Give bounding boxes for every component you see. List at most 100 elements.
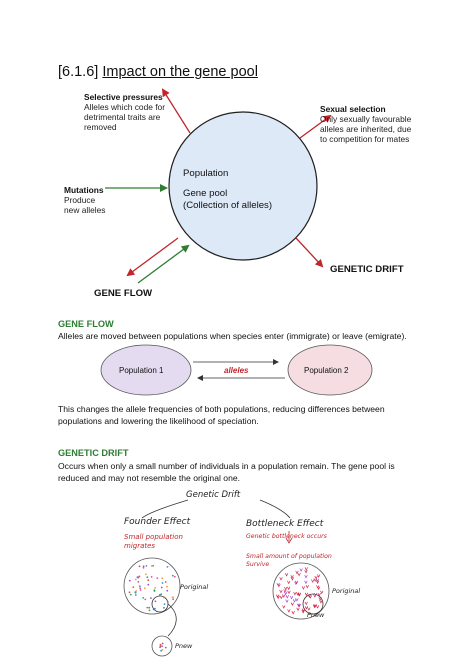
sketch-mark [297,603,301,608]
sketch-mark [304,601,308,606]
founder-p-original: Poriginal [180,583,209,591]
sketch-dot [147,579,150,582]
sketch-mark [320,590,324,595]
sketch-dot [154,586,157,589]
bottleneck-effect-label: Bottleneck Effect [246,519,324,529]
gene-flow-in-arrow [137,244,190,284]
sketch-dot [163,603,166,605]
mutations-label: Mutations Produce new alleles [64,185,106,215]
sketch-dot [148,609,151,612]
sketch-mark [295,598,299,602]
sketch-dot [150,565,153,567]
sketch-mark [315,578,320,583]
sketch-mark [296,592,300,596]
sketch-mark [307,594,311,598]
sketch-mark [314,575,318,580]
gene-flow-effect: This changes the allele frequencies of b… [58,404,385,426]
sketch-mark [284,586,288,591]
sketch-dot [142,566,145,569]
sketch-mark [282,605,286,609]
sketch-dot [142,597,145,599]
sketch-mark [307,607,311,611]
gene-flow-intro: Alleles are moved between populations wh… [58,331,407,341]
sketch-mark [279,589,283,594]
sketch-dot [142,565,145,568]
sketch-mark [311,579,315,583]
sketch-mark [290,602,295,606]
sketch-mark [301,608,306,612]
branch-left [141,499,189,519]
sketch-mark [315,605,320,609]
gene-flow-out-arrow [126,237,179,277]
sketch-mark [284,591,288,596]
sketch-dot [144,573,147,576]
sketch-dot [135,590,138,592]
sketch-mark [304,567,308,571]
founder-effect-label: Founder Effect [124,517,191,527]
sketch-dot [138,575,141,578]
sketch-dot [150,597,152,599]
sketch-dot [152,564,155,567]
sketch-mark [290,575,294,579]
sketch-mark [317,592,321,597]
population-1-label: Population 1 [119,366,164,375]
sketch-mark [279,595,283,600]
founder-arrow [167,603,177,637]
sketch-dot [134,591,137,594]
bottleneck-p-original: Poriginal [332,587,361,595]
sketch-dot [161,645,164,648]
sketch-dot [138,565,141,568]
sketch-mark [291,611,295,615]
sketch-dot [166,600,169,603]
sketch-mark [279,577,283,581]
sketch-dot [163,596,166,599]
sketch-dot [136,576,139,578]
sketch-mark [287,590,291,595]
sketch-dot [145,565,148,567]
sketch-mark [283,589,287,593]
sketch-mark [275,594,280,598]
founder-new-dots [159,642,167,652]
genetic-drift-diagram-label: GENETIC DRIFT [330,264,404,275]
sketch-dot [148,606,151,609]
sketch-mark [304,574,308,579]
sketch-dot [166,589,169,592]
sketch-dot [164,646,167,649]
sketch-dot [172,596,175,599]
sketch-mark [284,573,289,577]
sketch-mark [297,572,301,577]
sketch-mark [315,580,320,584]
sketch-dot [139,589,142,591]
population-2-label: Population 2 [304,366,349,375]
bottleneck-new-circle [302,593,324,615]
sketch-mark [276,582,280,587]
sketch-dot [128,579,131,582]
bottleneck-note-2: Small amount of population Survive [246,553,332,568]
sketch-dot [163,606,165,609]
founder-dots [128,564,176,612]
sketch-mark [316,585,320,589]
sketch-title: Genetic Drift [186,490,241,500]
gene-pool-diagram [105,88,332,284]
sketch-dot [173,575,176,578]
sketch-mark [295,570,299,575]
sketch-dot [146,606,149,609]
sketch-mark [297,603,302,608]
sketch-mark [313,604,317,608]
sketch-dot [134,594,137,596]
sketch-mark [285,595,289,599]
genetic-drift-arrow [295,237,324,268]
founder-note: Small population migrates [124,533,183,550]
sketch-mark [287,586,291,591]
sketch-dot [164,581,167,583]
sketch-dot [166,566,169,568]
population-2-shape [287,344,373,396]
population-1-shape [100,344,192,396]
sketch-mark [304,606,309,610]
sketch-mark [289,595,294,600]
sketch-mark [308,595,313,599]
genetic-drift-intro: Occurs when only a small number of indiv… [58,461,395,483]
section-title: Impact on the gene pool [102,64,258,80]
genetic-drift-title: GENETIC DRIFT [58,448,129,458]
genetic-drift-sketch [123,499,330,657]
